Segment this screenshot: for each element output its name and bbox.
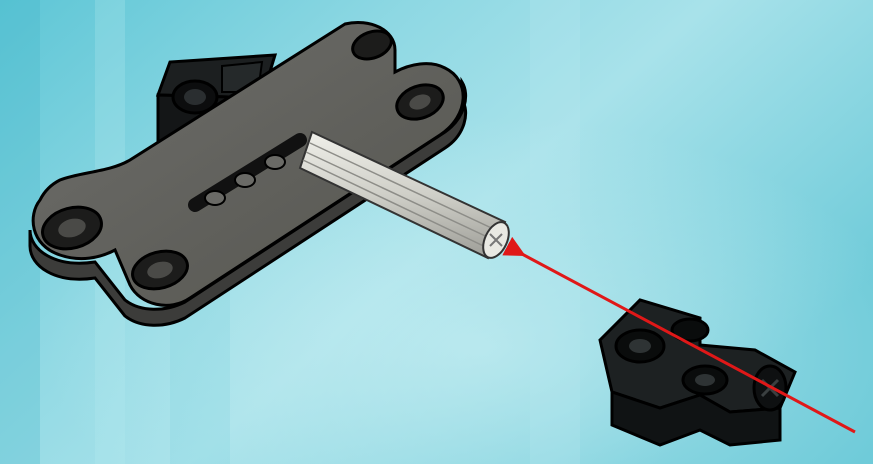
assembly-scene	[0, 0, 873, 464]
assembly-diagram	[0, 0, 873, 464]
